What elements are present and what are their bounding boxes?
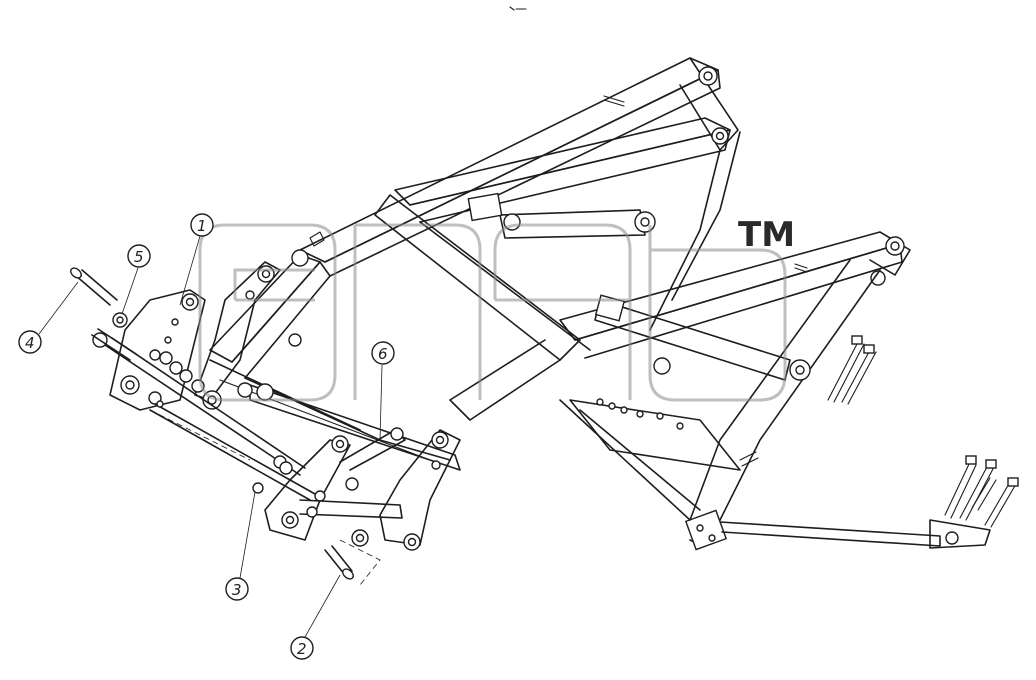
callout-1: 1 [179, 213, 214, 306]
loader-frame [209, 57, 1019, 551]
callout-1-label: 1 [197, 217, 207, 235]
linkage-lower-left [264, 435, 351, 541]
assembly-lines [149, 409, 381, 586]
hydraulic-cylinder-upper [467, 192, 656, 239]
top-mark [509, 6, 527, 11]
linkage-lower-right [379, 429, 461, 551]
cross-tube-lower [299, 427, 406, 547]
callout-5-label: 5 [134, 248, 144, 266]
right-studs [827, 335, 1019, 528]
callout-6: 6 [371, 341, 395, 441]
pin-left [91, 328, 137, 361]
watermark-logo: TM [198, 215, 795, 402]
trademark-text: TM [738, 215, 795, 255]
callout-2-label: 2 [297, 640, 307, 658]
hydraulic-cylinder-lower [594, 294, 811, 381]
callout-6-label: 6 [378, 345, 388, 363]
pin-2 [324, 545, 354, 580]
callout-5: 5 [121, 244, 151, 315]
callout-2: 2 [290, 574, 341, 660]
callout-4-label: 4 [25, 334, 35, 352]
washers [112, 312, 359, 518]
pin-4 [70, 267, 118, 306]
callout-3-label: 3 [232, 581, 242, 599]
callout-4: 4 [18, 281, 79, 354]
callout-3: 3 [225, 491, 256, 601]
